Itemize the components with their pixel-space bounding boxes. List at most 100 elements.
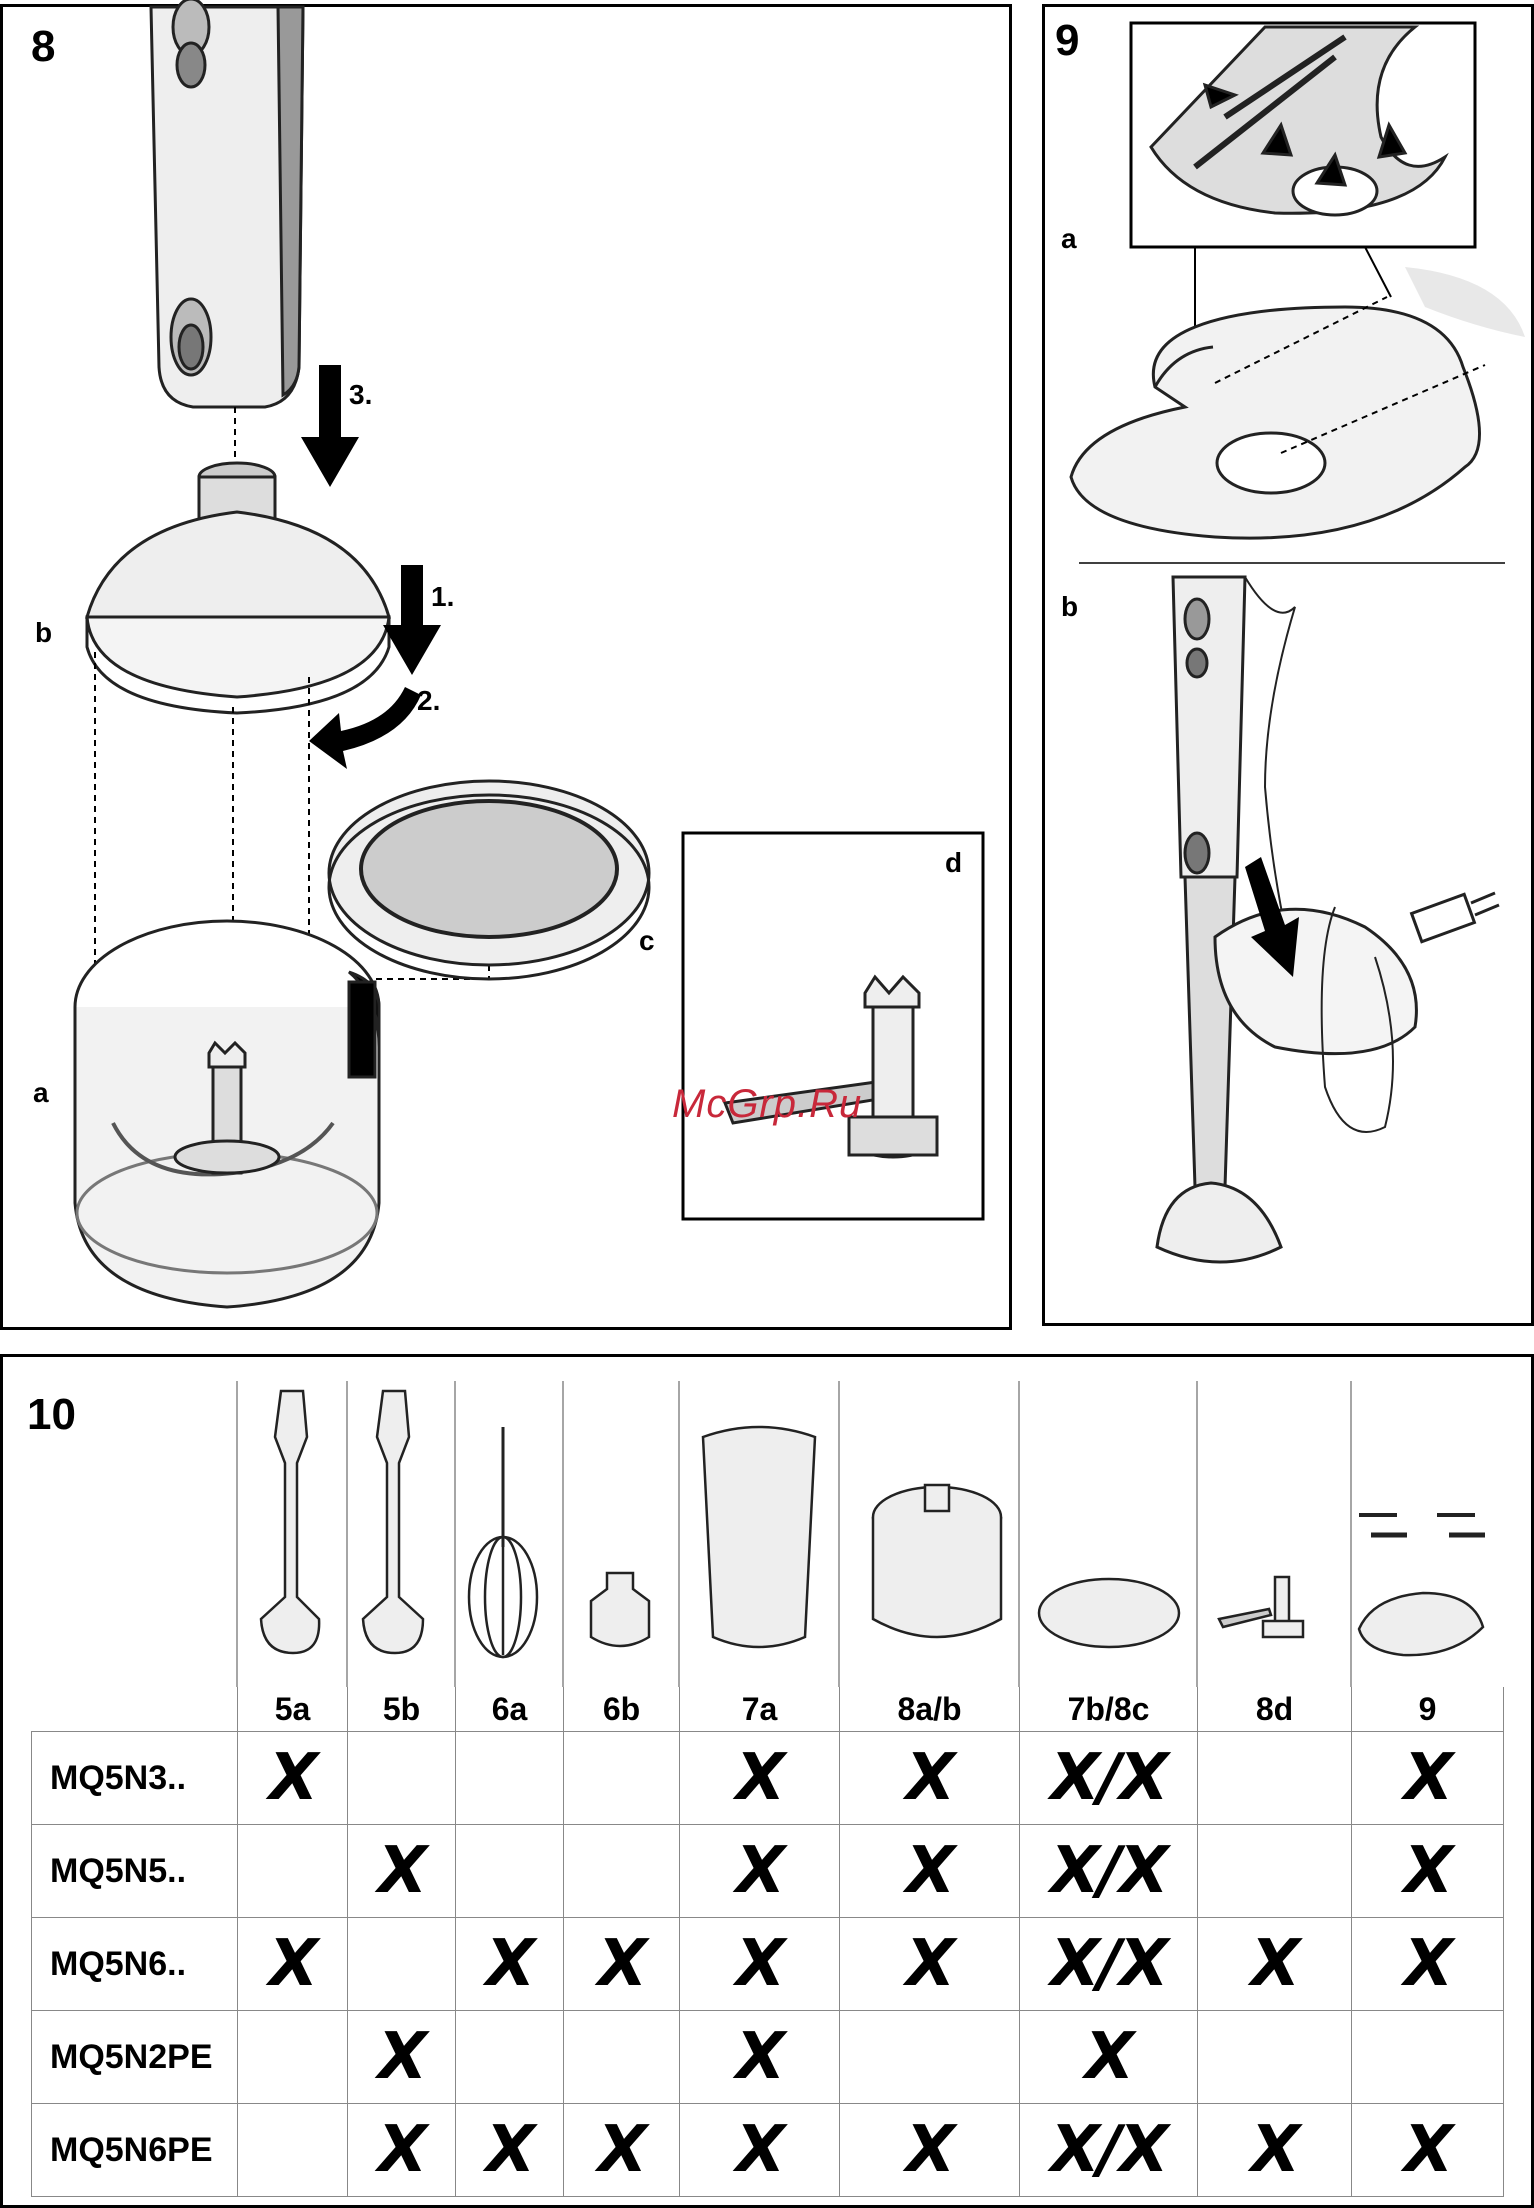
- table-cell: [238, 1825, 348, 1918]
- table-cell: [348, 1732, 456, 1825]
- table-cell: X: [348, 2011, 456, 2104]
- column-header: 8a/b: [840, 1687, 1020, 1732]
- check-mark: X: [1085, 2020, 1132, 2094]
- table-cell: X: [840, 1732, 1020, 1825]
- table-cell: X: [1352, 1918, 1504, 2011]
- accessory-8d-icon: [1219, 1577, 1303, 1637]
- check-mark: X: [1404, 1834, 1451, 1908]
- accessory-7a-icon: [703, 1427, 815, 1647]
- table-cell: X: [1352, 1825, 1504, 1918]
- check-mark: X: [378, 1834, 425, 1908]
- table-row: MQ5N5.. X X X X/X X: [32, 1825, 1504, 1918]
- check-mark: X: [598, 2113, 645, 2187]
- table-cell: [456, 2011, 564, 2104]
- model-name: MQ5N6..: [32, 1918, 238, 2011]
- table-cell: [238, 2104, 348, 2197]
- table-cell: X: [680, 1825, 840, 1918]
- table-cell: [456, 1732, 564, 1825]
- table-cell: X: [348, 2104, 456, 2197]
- figure-8-label-c: c: [639, 927, 655, 955]
- check-mark: X: [906, 2113, 953, 2187]
- table-cell: X: [680, 1732, 840, 1825]
- table-row: MQ5N3.. X X X X/X X: [32, 1732, 1504, 1825]
- table-cell: [1198, 1732, 1352, 1825]
- chopper-bowl: [75, 921, 379, 1307]
- model-name: MQ5N5..: [32, 1825, 238, 1918]
- figure-8-label-b: b: [35, 619, 52, 647]
- table-cell: X: [564, 2104, 680, 2197]
- column-header: 7a: [680, 1687, 840, 1732]
- column-header: 5a: [238, 1687, 348, 1732]
- column-header: 9: [1352, 1687, 1504, 1732]
- column-header: 6b: [564, 1687, 680, 1732]
- check-mark: X: [1251, 1927, 1298, 2001]
- table-cell: [456, 1825, 564, 1918]
- model-name: MQ5N2PE: [32, 2011, 238, 2104]
- table-cell: X: [456, 1918, 564, 2011]
- accessory-6a-icon: [469, 1427, 537, 1657]
- table-cell: [348, 1918, 456, 2011]
- figure-8-step-1: 1.: [431, 583, 454, 611]
- table-cell: [1198, 2011, 1352, 2104]
- accessory-9-icon: [1359, 1515, 1485, 1655]
- accessory-8ab-icon: [873, 1485, 1001, 1637]
- figure-8-panel: 8: [0, 4, 1012, 1330]
- table-cell: [564, 2011, 680, 2104]
- figure-9-label-a: a: [1061, 225, 1077, 253]
- accessory-6b-icon: [591, 1573, 649, 1646]
- check-mark: X: [378, 2020, 425, 2094]
- figure-9-illustration: [1045, 7, 1534, 1329]
- check-mark: X/X: [1050, 2113, 1166, 2187]
- accessory-pictures: [3, 1357, 1534, 1687]
- check-mark: X: [736, 1927, 783, 2001]
- check-mark: X/X: [1050, 1834, 1166, 1908]
- table-cell: X/X: [1020, 1732, 1198, 1825]
- check-mark: X: [269, 1927, 316, 2001]
- model-name: MQ5N6PE: [32, 2104, 238, 2197]
- accessory-7b8c-icon: [1039, 1579, 1179, 1647]
- check-mark: X: [736, 1834, 783, 1908]
- table-cell: [1198, 1825, 1352, 1918]
- table-row: MQ5N2PE X X X: [32, 2011, 1504, 2104]
- figure-10-panel: 10: [0, 1354, 1534, 2208]
- column-header: 8d: [1198, 1687, 1352, 1732]
- chopper-lid: [87, 463, 389, 713]
- table-cell: X: [680, 2011, 840, 2104]
- check-mark: X: [486, 1927, 533, 2001]
- table-cell: X: [1352, 1732, 1504, 1825]
- figure-9-label-b: b: [1061, 593, 1078, 621]
- table-cell: X: [1198, 2104, 1352, 2197]
- table-cell: X: [1198, 1918, 1352, 2011]
- table-cell: X: [840, 1918, 1020, 2011]
- check-mark: X: [906, 1741, 953, 1815]
- table-cell: X/X: [1020, 1825, 1198, 1918]
- column-header: 6a: [456, 1687, 564, 1732]
- watermark: McGrp.Ru: [672, 1082, 862, 1127]
- table-cell: X: [680, 2104, 840, 2197]
- model-name: MQ5N3..: [32, 1732, 238, 1825]
- table-cell: X: [456, 2104, 564, 2197]
- check-mark: X: [486, 2113, 533, 2187]
- motor-unit: [151, 0, 303, 407]
- table-cell: X: [238, 1732, 348, 1825]
- wall-holder: [1071, 267, 1525, 538]
- column-header: 5b: [348, 1687, 456, 1732]
- check-mark: X: [736, 2113, 783, 2187]
- check-mark: X: [269, 1741, 316, 1815]
- check-mark: X: [598, 1927, 645, 2001]
- figure-8-step-3: 3.: [349, 381, 372, 409]
- table-cell: [564, 1732, 680, 1825]
- table-cell: X: [840, 1825, 1020, 1918]
- table-cell: X: [238, 1918, 348, 2011]
- figure-8-label-a: a: [33, 1079, 49, 1107]
- check-mark: X: [1404, 2113, 1451, 2187]
- blender-on-holder: [1157, 577, 1499, 1262]
- table-cell: X: [840, 2104, 1020, 2197]
- table-cell: [1352, 2011, 1504, 2104]
- figure-8-step-2: 2.: [417, 687, 440, 715]
- lid-seal: [329, 781, 649, 979]
- check-mark: X: [736, 1741, 783, 1815]
- figure-9-panel: 9: [1042, 4, 1534, 1326]
- table-cell: X: [1020, 2011, 1198, 2104]
- check-mark: X: [1404, 1927, 1451, 2001]
